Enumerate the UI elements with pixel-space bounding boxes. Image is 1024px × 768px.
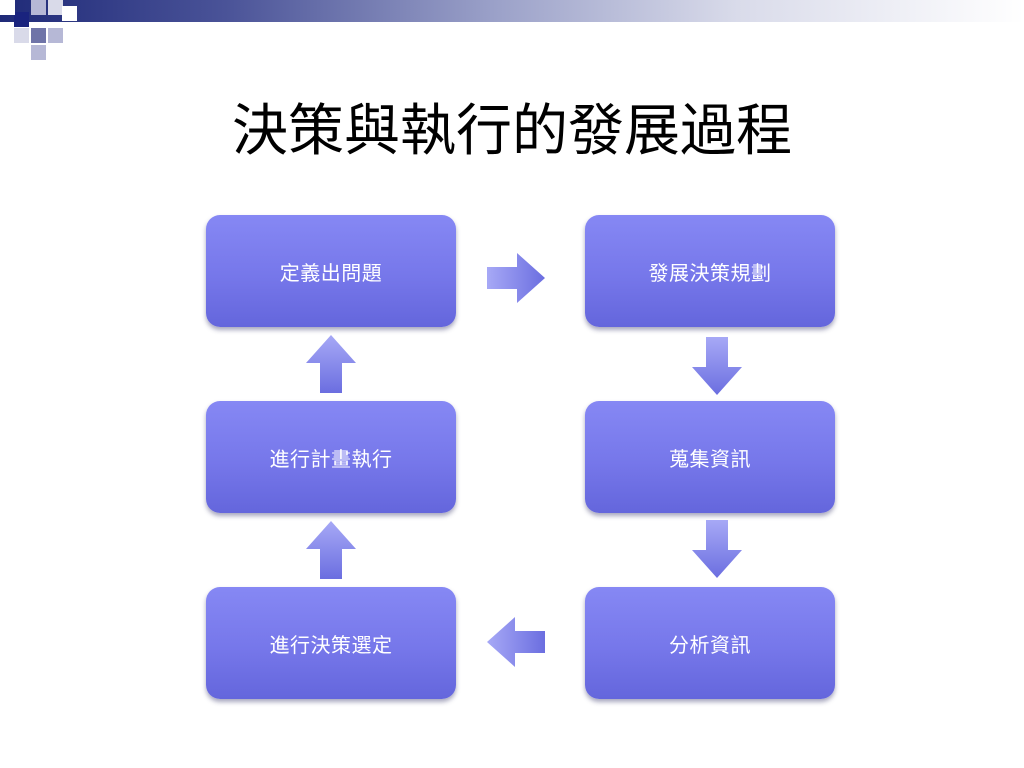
arrow-down-icon [692,520,742,578]
decor-square [31,28,46,43]
arrow-up-icon [306,335,356,393]
decor-square [48,0,63,15]
header-gradient-band [0,0,1024,22]
decor-square [62,6,77,21]
decor-square [0,0,15,15]
decor-square [48,28,63,43]
step-develop-plan: 發展決策規劃 [585,215,835,327]
decor-square [14,28,29,43]
arrow-down-icon [692,337,742,395]
slide-title: 決策與執行的發展過程 [232,99,792,164]
arrow-up-icon [306,521,356,579]
decor-square [31,0,46,15]
step-make-decision: 進行決策選定 [206,587,456,699]
step-execute-plan: 進行計畫執行 [206,401,456,513]
decor-square [31,45,46,60]
step-define-problem: 定義出問題 [206,215,456,327]
step-collect-info: 蒐集資訊 [585,401,835,513]
arrow-right-icon [487,253,545,303]
decor-square [14,12,29,27]
arrow-left-icon [487,617,545,667]
step-analyze-info: 分析資訊 [585,587,835,699]
